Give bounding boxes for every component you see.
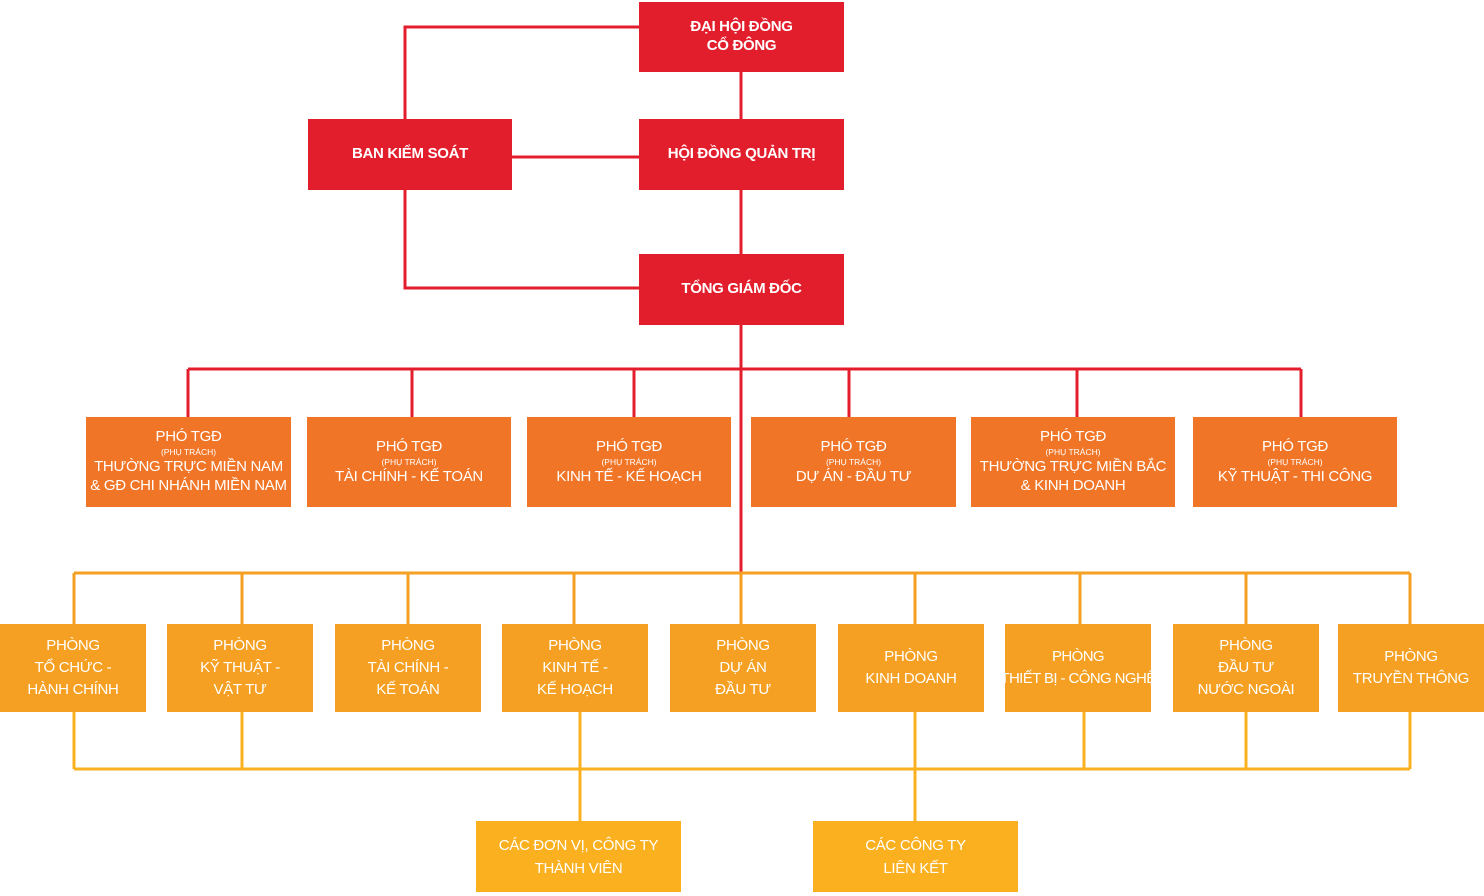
- department-line: PHÒNG: [1219, 637, 1273, 654]
- node-department: PHÒNG TÀI CHÍNH - KẾ TOÁN: [335, 624, 481, 712]
- node-department: PHÒNG TỔ CHỨC - HÀNH CHÍNH: [0, 624, 146, 712]
- department-line: KẾ TOÁN: [376, 681, 440, 698]
- department-line: TRUYỀN THÔNG: [1352, 670, 1470, 687]
- department-line: PHÒNG: [884, 648, 938, 665]
- member-companies-line: THÀNH VIÊN: [534, 859, 623, 877]
- department-line: PHÒNG: [381, 637, 435, 654]
- deputy-title: PHÓ TGĐ: [1040, 428, 1106, 446]
- node-department: PHÒNG THIẾT BỊ - CÔNG NGHỆ: [1000, 624, 1156, 712]
- node-shareholders-line-2: CỔ ĐÔNG: [706, 37, 777, 54]
- node-department: PHÒNG TRUYỀN THÔNG: [1338, 624, 1484, 712]
- node-department: PHÒNG ĐẦU TƯ NƯỚC NGOÀI: [1173, 624, 1319, 712]
- deputy-subtitle: (PHỤ TRÁCH): [1267, 456, 1323, 467]
- deputy-subtitle: (PHỤ TRÁCH): [1045, 447, 1101, 458]
- node-deputy: PHÓ TGĐ (PHỤ TRÁCH) THƯỜNG TRỰC MIỀN NAM…: [86, 417, 291, 507]
- node-shareholders: ĐẠI HỘI ĐỒNG CỔ ĐÔNG: [639, 2, 844, 72]
- department-line: KINH DOANH: [865, 670, 957, 687]
- node-supervisory-board-label: BAN KIỂM SOÁT: [351, 145, 469, 163]
- department-line: KẾ HOẠCH: [537, 681, 613, 698]
- department-line: PHÒNG: [1051, 648, 1105, 665]
- deputy-title: PHÓ TGĐ: [596, 437, 662, 455]
- department-line: KINH TẾ -: [542, 659, 608, 676]
- node-deputy: PHÓ TGĐ (PHỤ TRÁCH) KINH TẾ - KẾ HOẠCH: [527, 417, 731, 507]
- department-line: PHÒNG: [46, 637, 100, 654]
- department-line: ĐẦU TƯ: [1218, 659, 1274, 676]
- node-deputy: PHÓ TGĐ (PHỤ TRÁCH) KỸ THUẬT - THI CÔNG: [1193, 417, 1397, 507]
- node-member-companies: CÁC ĐƠN VỊ, CÔNG TY THÀNH VIÊN: [476, 821, 681, 892]
- deputy-subtitle: (PHỤ TRÁCH): [601, 456, 657, 467]
- department-line: PHÒNG: [1384, 648, 1438, 665]
- department-line: ĐẦU TƯ: [715, 681, 771, 698]
- member-companies-line: CÁC ĐƠN VỊ, CÔNG TY: [498, 836, 659, 854]
- affiliated-companies-line: LIÊN KẾT: [883, 859, 948, 877]
- department-line: DỰ ÁN: [719, 659, 767, 676]
- department-line: NƯỚC NGOÀI: [1197, 681, 1295, 698]
- deputy-title: PHÓ TGĐ: [155, 428, 222, 446]
- deputy-area-line: THƯỜNG TRỰC MIỀN BẮC: [979, 458, 1167, 476]
- department-line: PHÒNG: [213, 637, 267, 654]
- node-board-of-directors: HỘI ĐỒNG QUẢN TRỊ: [639, 119, 844, 190]
- node-supervisory-board: BAN KIỂM SOÁT: [308, 119, 512, 190]
- deputy-subtitle: (PHỤ TRÁCH): [825, 456, 882, 467]
- deputy-area-line: DỰ ÁN - ĐẦU TƯ: [795, 467, 912, 485]
- deputy-subtitle: (PHỤ TRÁCH): [381, 456, 437, 467]
- node-affiliated-companies: CÁC CÔNG TY LIÊN KẾT: [813, 821, 1018, 892]
- node-deputy: PHÓ TGĐ (PHỤ TRÁCH) TÀI CHÍNH - KẾ TOÁN: [307, 417, 511, 507]
- department-line: HÀNH CHÍNH: [27, 681, 119, 698]
- deputy-title: PHÓ TGĐ: [1262, 437, 1328, 455]
- deputy-area-line: THƯỜNG TRỰC MIỀN NAM: [94, 458, 283, 476]
- node-department: PHÒNG DỰ ÁN ĐẦU TƯ: [670, 624, 816, 712]
- department-line: TỔ CHỨC -: [34, 659, 112, 676]
- affiliated-companies-line: CÁC CÔNG TY: [865, 836, 966, 854]
- department-line: PHÒNG: [548, 637, 602, 654]
- department-line: TÀI CHÍNH -: [367, 659, 449, 676]
- node-shareholders-line-1: ĐẠI HỘI ĐỒNG: [690, 18, 793, 36]
- node-deputy: PHÓ TGĐ (PHỤ TRÁCH) DỰ ÁN - ĐẦU TƯ: [751, 417, 956, 507]
- deputy-area-line: & GĐ CHI NHÁNH MIỀN NAM: [90, 476, 287, 494]
- deputy-area-line: & KINH DOANH: [1020, 476, 1126, 494]
- deputy-area-line: KINH TẾ - KẾ HOẠCH: [556, 467, 702, 485]
- node-department: PHÒNG KINH TẾ - KẾ HOẠCH: [502, 624, 648, 712]
- node-ceo-label: TỔNG GIÁM ĐỐC: [681, 280, 802, 298]
- deputy-title: PHÓ TGĐ: [820, 437, 887, 455]
- node-department: PHÒNG KINH DOANH: [838, 624, 984, 712]
- node-deputy: PHÓ TGĐ (PHỤ TRÁCH) THƯỜNG TRỰC MIỀN BẮC…: [971, 417, 1175, 507]
- department-line: PHÒNG: [716, 637, 770, 654]
- deputy-subtitle: (PHỤ TRÁCH): [160, 447, 217, 458]
- node-department: PHÒNG KỸ THUẬT - VẬT TƯ: [167, 624, 313, 712]
- deputy-area-line: KỸ THUẬT - THI CÔNG: [1217, 467, 1373, 485]
- department-line: VẬT TƯ: [213, 681, 267, 698]
- department-line: KỸ THUẬT -: [200, 659, 280, 676]
- deputy-title: PHÓ TGĐ: [376, 437, 442, 455]
- node-board-of-directors-label: HỘI ĐỒNG QUẢN TRỊ: [667, 145, 816, 163]
- deputy-area-line: TÀI CHÍNH - KẾ TOÁN: [335, 467, 483, 485]
- department-line: THIẾT BỊ - CÔNG NGHỆ: [1000, 670, 1156, 687]
- node-ceo: TỔNG GIÁM ĐỐC: [639, 254, 844, 325]
